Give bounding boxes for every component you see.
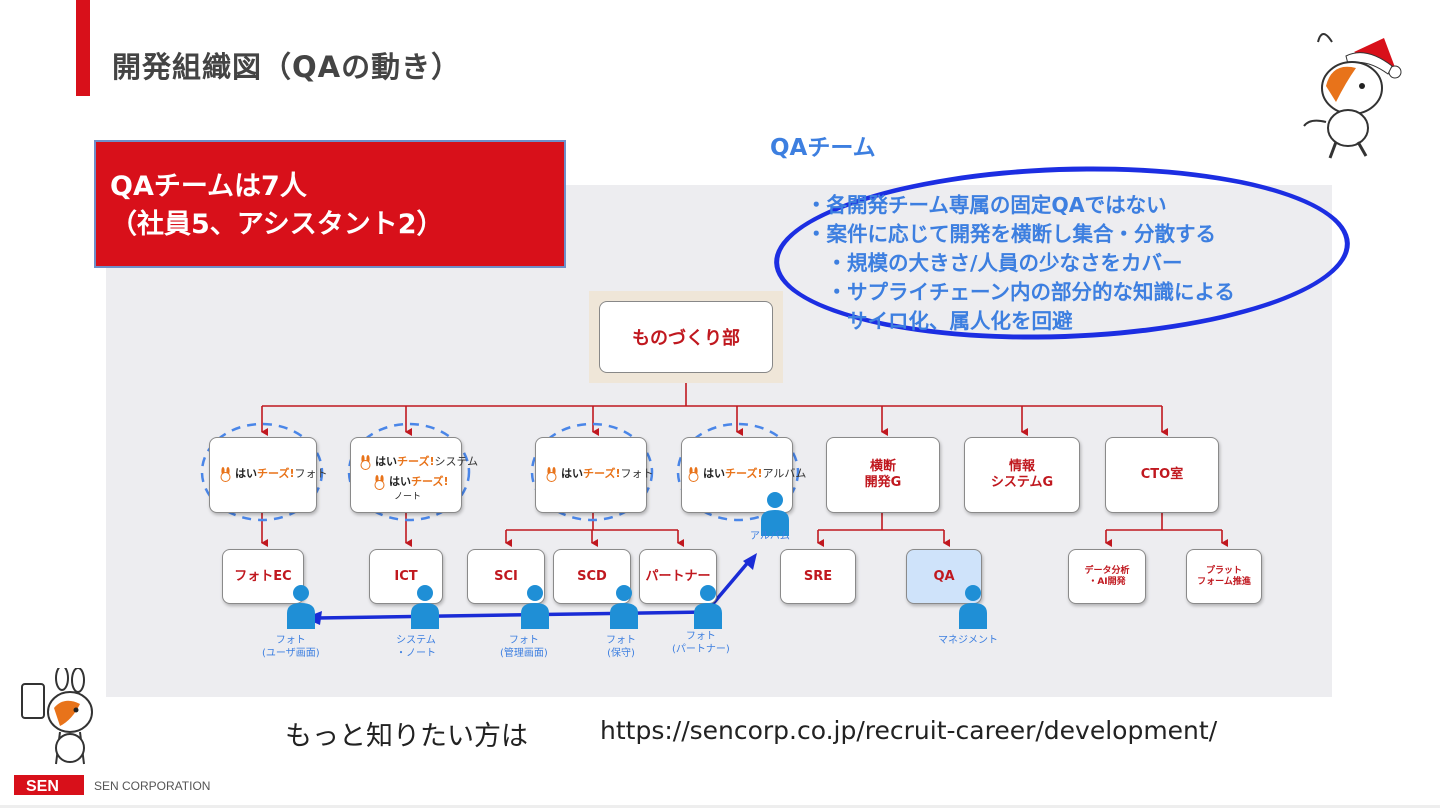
person-label-photo-partner: フォト (パートナー) <box>672 631 730 655</box>
node-yokodan-dev-group: 横断 開発G <box>826 437 940 513</box>
bunny-icon <box>360 454 371 470</box>
node-info-system-group: 情報 システムG <box>964 437 1080 513</box>
footer-divider <box>0 805 1440 808</box>
person-label-management: マネジメント <box>938 635 998 646</box>
banner-line-1: QAチームは7人 <box>110 171 307 202</box>
person-label-photo-admin: フォト (管理画面) <box>500 635 548 659</box>
node-photo-ec: フォトEC <box>222 549 304 604</box>
root-node-monozukuri: ものづくり部 <box>589 291 783 383</box>
brand-suffix: システム <box>434 455 479 468</box>
person-icon <box>610 585 638 629</box>
qa-point: サイロ化、属人化を回避 <box>806 309 1073 333</box>
person-label-album: アルバム <box>750 531 790 542</box>
brand-cheese: チーズ! <box>411 475 449 488</box>
brand-suffix: アルバム <box>762 467 807 480</box>
node-platform: プラット フォーム推進 <box>1186 549 1262 604</box>
brand-note: ノート <box>394 492 422 502</box>
node-cto-office: CTO室 <box>1105 437 1219 513</box>
brand-suffix: フォト <box>620 467 654 480</box>
brand-hai: はい <box>235 467 257 480</box>
brand-logo: はいチーズ!システム <box>359 454 478 470</box>
qa-team-size-banner: QAチームは7人 （社員5、アシスタント2） <box>94 140 566 268</box>
more-info-text: もっと知りたい方は <box>285 721 528 752</box>
sen-logo-icon: SEN <box>14 775 84 795</box>
person-icon <box>411 585 439 629</box>
node-sre: SRE <box>780 549 856 604</box>
node-hai-cheese-photo-2: はいチーズ!フォト <box>535 437 653 513</box>
qa-point: ・案件に応じて開発を横断し集合・分散する <box>806 222 1216 246</box>
mascot-phone-icon <box>21 668 93 765</box>
qa-team-points: ・各開発チーム専属の固定QAではない ・案件に応じて開発を横断し集合・分散する … <box>806 191 1235 336</box>
bunny-icon <box>688 466 699 482</box>
qa-point: ・各開発チーム専属の固定QAではない <box>806 193 1167 217</box>
person-icon <box>761 492 789 536</box>
brand-hai: はい <box>375 455 397 468</box>
person-icon <box>959 585 987 629</box>
title-accent-bar <box>76 0 90 96</box>
person-icon <box>694 585 722 629</box>
person-label-system-note: システム ・ノート <box>396 635 436 659</box>
person-icon <box>287 585 315 629</box>
banner-line-2: （社員5、アシスタント2） <box>110 209 444 240</box>
brand-cheese: チーズ! <box>725 467 763 480</box>
qa-point: ・サプライチェーン内の部分的な知識による <box>806 280 1235 304</box>
brand-cheese: チーズ! <box>583 467 621 480</box>
brand-cheese: チーズ! <box>397 455 435 468</box>
bunny-icon <box>546 466 557 482</box>
brand-logo: はいチーズ!フォト <box>545 466 653 482</box>
person-label-photo-user: フォト (ユーザ画面) <box>262 635 320 659</box>
brand-hai: はい <box>389 475 411 488</box>
footer-company: SEN CORPORATION <box>94 779 211 793</box>
brand-cheese: チーズ! <box>257 467 295 480</box>
person-label-photo-maint: フォト (保守) <box>606 635 636 659</box>
node-data-ai: データ分析 ・AI開発 <box>1068 549 1146 604</box>
node-hai-cheese-photo: はいチーズ!フォト <box>209 437 327 513</box>
sen-logo-text: SEN <box>26 778 59 795</box>
qa-point: ・規模の大きさ/人員の少なさをカバー <box>806 251 1183 275</box>
brand-logo: はいチーズ! <box>373 474 448 490</box>
brand-logo: はいチーズ!アルバム <box>687 466 806 482</box>
brand-hai: はい <box>561 467 583 480</box>
root-node-label: ものづくり部 <box>599 301 773 373</box>
recruit-url-link[interactable]: https://sencorp.co.jp/recruit-career/dev… <box>600 716 1218 745</box>
slide-title: 開発組織図（QAの動き） <box>112 50 462 84</box>
node-hai-cheese-system-note: はいチーズ!システム はいチーズ! ノート <box>350 437 478 513</box>
bunny-icon <box>220 466 231 482</box>
bunny-icon <box>374 474 385 490</box>
qa-team-label: QAチーム <box>770 135 876 161</box>
person-icon <box>521 585 549 629</box>
brand-logo: はいチーズ!フォト <box>219 466 327 482</box>
brand-hai: はい <box>703 467 725 480</box>
brand-suffix: フォト <box>294 467 328 480</box>
mascot-santa-icon <box>1303 33 1402 159</box>
